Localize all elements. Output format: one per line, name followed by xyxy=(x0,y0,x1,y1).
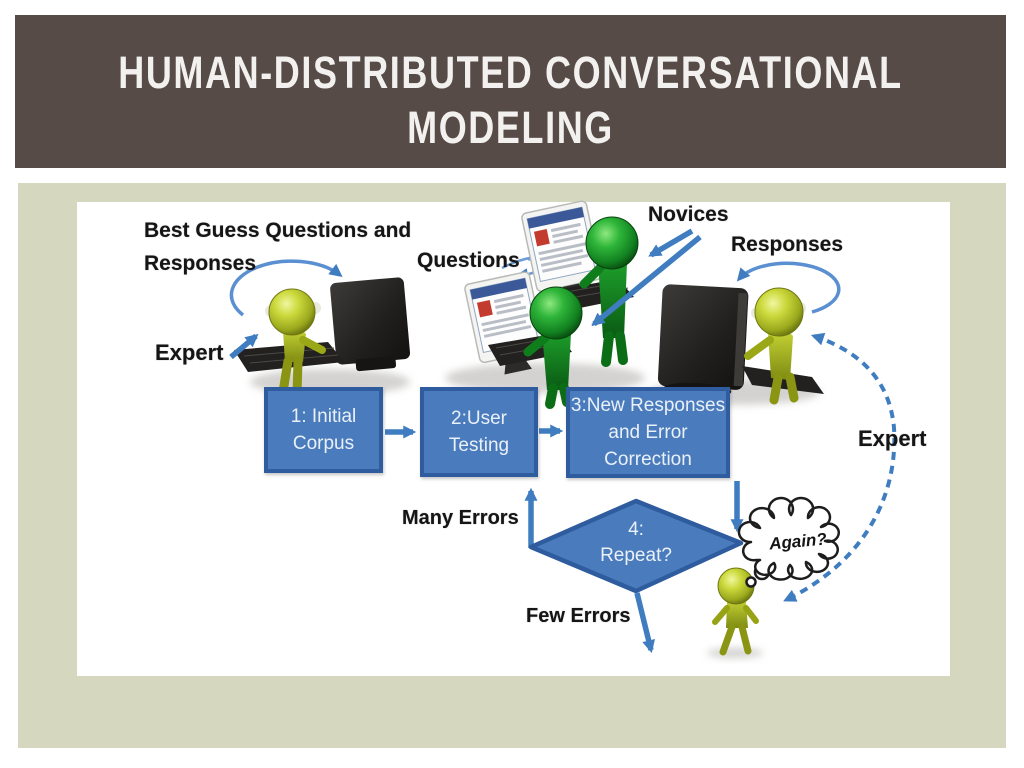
walking-figure-shadow xyxy=(707,648,763,658)
label-novices: Novices xyxy=(648,203,729,226)
label-expert-left: Expert xyxy=(155,340,224,365)
node-user-testing: 2:User Testing xyxy=(420,387,538,477)
responses-loop-arrow xyxy=(736,261,841,314)
slide-title-bar: HUMAN-DISTRIBUTED CONVERSATIONAL MODELIN… xyxy=(15,15,1006,168)
node-new-responses-error-correction: 3:New Responses and Error Correction xyxy=(566,387,730,478)
expert-right-clipart xyxy=(657,284,824,405)
node-initial-corpus: 1: Initial Corpus xyxy=(264,387,383,473)
best-guess-loop-arrow xyxy=(229,259,343,317)
label-questions: Questions xyxy=(417,249,520,272)
label-responses: Responses xyxy=(731,233,844,256)
page-title-line1: HUMAN-DISTRIBUTED CONVERSATIONAL xyxy=(118,47,903,98)
novices-clipart xyxy=(464,200,639,409)
expert-return-curve-arrow xyxy=(783,332,897,602)
thought-bubble xyxy=(737,496,840,588)
label-expert-right: Expert xyxy=(858,426,927,451)
expert-left-pointer-arrow xyxy=(229,333,259,360)
page-title-line2: MODELING xyxy=(407,102,614,153)
connector-few-errors-exit xyxy=(634,592,655,654)
novices-shadow xyxy=(445,363,645,393)
page-title: HUMAN-DISTRIBUTED CONVERSATIONAL MODELIN… xyxy=(114,45,907,155)
novices-pointer-arrow-long xyxy=(591,234,702,327)
node-repeat-decision-label: 4: Repeat? xyxy=(600,519,672,566)
label-many-errors: Many Errors xyxy=(402,507,519,529)
label-few-errors: Few Errors xyxy=(526,605,631,627)
walking-figure-clipart xyxy=(712,567,759,656)
repeat-decision-diamond xyxy=(528,498,744,594)
label-best-guess-questions: Best Guess Questions and Responses xyxy=(144,219,412,275)
novices-pointer-arrow-short xyxy=(648,228,694,258)
